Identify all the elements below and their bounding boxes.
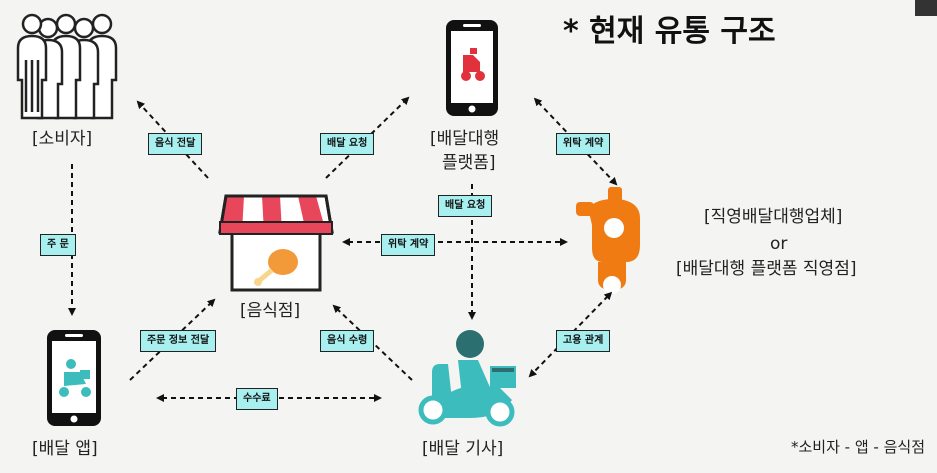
edge-label-employment: 고용 관계 <box>556 330 611 352</box>
edge-label-consignment-1: 위탁 계약 <box>556 133 611 155</box>
edge-label-delivery-request-2: 배달 요청 <box>438 195 493 217</box>
consumer-label: [소비자] <box>32 129 93 149</box>
edge-label-food-delivery: 음식 전달 <box>148 133 203 155</box>
delivery-rider-icon <box>418 330 516 427</box>
edge-label-order: 주 문 <box>40 234 76 256</box>
footnote: *소비자 - 앱 - 음식점 <box>791 438 925 456</box>
page-title: * 현재 유통 구조 <box>563 14 776 49</box>
restaurant-label: [음식점] <box>240 301 301 321</box>
orange-scooter-icon <box>576 187 640 294</box>
phone-scooter-icon <box>446 20 498 116</box>
edge-label-consignment-2: 위탁 계약 <box>381 234 436 256</box>
edge-label-food-pickup: 음식 수령 <box>320 330 375 352</box>
storefront-chicken-icon <box>218 194 334 292</box>
phone-rider-icon <box>47 330 101 426</box>
platform-label-line2: 플랫폼] <box>442 153 496 173</box>
edge-label-delivery-request-1: 배달 요청 <box>320 133 375 155</box>
corner-mark <box>915 0 937 16</box>
people-crowd-icon <box>16 13 118 120</box>
direct-label-line2: [배달대행 플랫폼 직영점] <box>676 259 857 279</box>
edge-label-fee: 수수료 <box>236 388 278 410</box>
edge-label-order-info: 주문 정보 전달 <box>140 330 217 352</box>
direct-label-or: or <box>770 234 788 254</box>
rider-label: [배달 기사] <box>422 439 504 459</box>
app-label: [배달 앱] <box>32 439 98 459</box>
direct-label-line1: [직영배달대행업체] <box>704 207 843 227</box>
platform-label-line1: [배달대행 <box>430 129 500 149</box>
